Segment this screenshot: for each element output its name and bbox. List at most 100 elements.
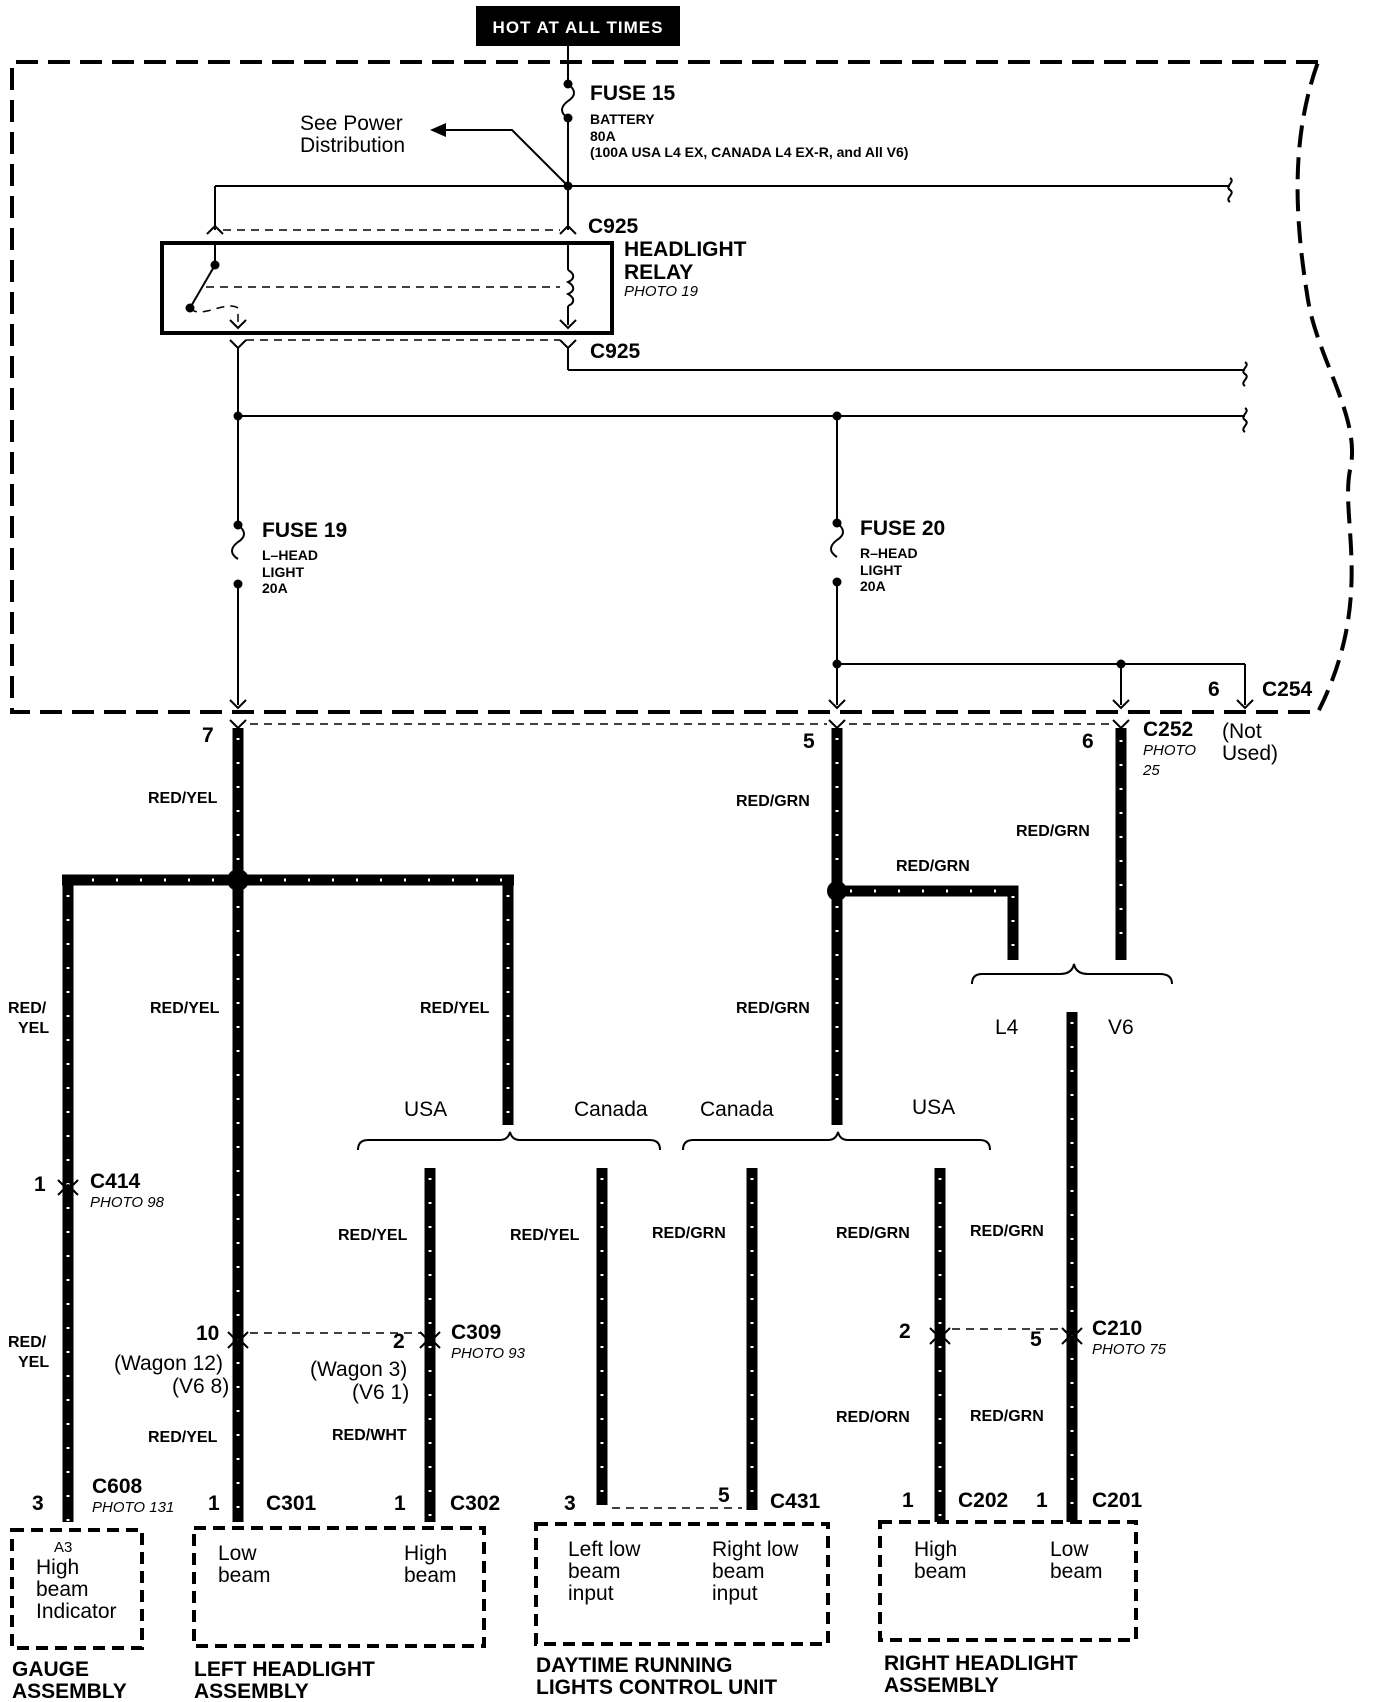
c301-pin: 1 [208,1492,220,1515]
c414-photo: PHOTO 98 [90,1194,165,1211]
drl-right-line1: Right low [712,1538,799,1561]
c252-photo1: PHOTO [1143,742,1196,759]
fuse-19-line3: 20A [262,580,288,596]
left-headlight-title1: LEFT HEADLIGHT [194,1658,375,1681]
c201-label: C201 [1092,1489,1143,1512]
wire-label: RED/YEL [510,1227,580,1244]
gauge-line2: beam [36,1578,89,1601]
c608-pin: 3 [32,1492,44,1515]
relay-name1: HEADLIGHT [624,238,747,261]
c302-pin: 1 [394,1492,406,1515]
c254-note2: Used) [1222,742,1278,765]
c309-wagon: (Wagon 3) [310,1358,407,1381]
c309-v6: (V6 1) [352,1381,409,1404]
fuse-19-label: FUSE 19 [262,519,347,542]
left-high-line2: beam [404,1564,457,1587]
fuse-box-frame [10,60,1354,714]
c608-photo: PHOTO 131 [92,1499,174,1516]
left-low-line1: Low [218,1542,257,1565]
connector-caps [57,1179,1083,1349]
left-high-line1: High [404,1542,447,1565]
wire-label: RED/ [8,1334,47,1351]
branch-canada-left: Canada [574,1098,648,1121]
c202-pin: 1 [902,1489,914,1512]
c414-pin: 1 [34,1173,46,1196]
fuse-15-symbol [561,83,575,119]
wire-label: RED/GRN [736,1000,810,1017]
right-headlight-box [878,1520,1138,1642]
fuse-20-line2: LIGHT [860,562,902,578]
left-headlight-box [192,1526,486,1648]
wire-label: RED/WHT [332,1427,407,1444]
wire-break-icon [1242,407,1248,433]
left-headlight-title2: ASSEMBLY [194,1680,309,1702]
drl-title1: DAYTIME RUNNING [536,1654,732,1677]
relay-photo: PHOTO 19 [624,283,699,300]
drl-left-line3: input [568,1582,614,1605]
c252-label: C252 [1143,718,1193,741]
branch-canada-right: Canada [700,1098,774,1121]
hot-banner-text: HOT AT ALL TIMES [493,18,664,37]
fuse-19-line1: L–HEAD [262,547,318,563]
c925-bottom-label: C925 [590,340,641,363]
power-note-line1: See Power [300,112,403,135]
right-headlight-title1: RIGHT HEADLIGHT [884,1652,1078,1675]
pin-7: 7 [202,724,214,747]
wire-label: YEL [18,1354,49,1371]
drl-right-line2: beam [712,1560,765,1583]
right-low-line2: beam [1050,1560,1103,1583]
hot-banner [476,6,680,46]
c431-pin-left: 3 [564,1492,576,1515]
wire-label: RED/GRN [970,1223,1044,1240]
wire-label: RED/GRN [970,1408,1044,1425]
c254-note1: (Not [1222,720,1262,743]
c210-label: C210 [1092,1317,1142,1340]
wire-label: RED/ [8,1000,47,1017]
wire-label: RED/YEL [148,790,218,807]
wire-label: RED/YEL [148,1429,218,1446]
branch-v6: V6 [1108,1016,1134,1039]
relay-name2: RELAY [624,261,693,284]
c301-label: C301 [266,1492,317,1515]
wire-label: RED/YEL [150,1000,220,1017]
branch-usa-left: USA [404,1098,447,1121]
arrow-left-icon [430,123,446,137]
c309-label: C309 [451,1321,501,1344]
right-high-line1: High [914,1538,957,1561]
left-low-line2: beam [218,1564,271,1587]
gauge-line1: High [36,1556,79,1579]
fuse-20-symbol [830,522,844,558]
fuse-19-symbol [231,524,245,560]
c301-pin-top: 10 [196,1322,219,1345]
c210-pin-left: 2 [899,1320,911,1343]
drl-left-line2: beam [568,1560,621,1583]
c210-photo: PHOTO 75 [1092,1341,1167,1358]
power-note-line2: Distribution [300,134,405,157]
wire-label: YEL [18,1020,49,1037]
wire-label: RED/GRN [896,858,970,875]
gauge-assembly-box [10,1528,144,1650]
fuse-19-line2: LIGHT [262,564,304,580]
relay-coil-symbol [565,269,575,307]
c431-label: C431 [770,1490,821,1513]
c254-label: C254 [1262,678,1313,701]
c252-photo2: 25 [1142,762,1160,779]
c201-pin: 1 [1036,1489,1048,1512]
fuse-20-line1: R–HEAD [860,545,918,561]
c414-label: C414 [90,1170,141,1193]
c210-pin-right: 5 [1030,1328,1042,1351]
c301-wagon: (Wagon 12) [114,1352,223,1375]
wire-label: RED/GRN [736,793,810,810]
pin-6: 6 [1082,730,1094,753]
drl-left-line1: Left low [568,1538,641,1561]
right-low-line1: Low [1050,1538,1089,1561]
pin-5: 5 [803,730,815,753]
c925-top-label: C925 [588,215,639,238]
drl-unit-box [534,1522,830,1646]
gauge-line3: Indicator [36,1600,117,1623]
fuse-20-label: FUSE 20 [860,517,945,540]
fuse-15-line2: 80A [590,128,616,144]
c301-v6: (V6 8) [172,1375,229,1398]
c202-label: C202 [958,1489,1008,1512]
